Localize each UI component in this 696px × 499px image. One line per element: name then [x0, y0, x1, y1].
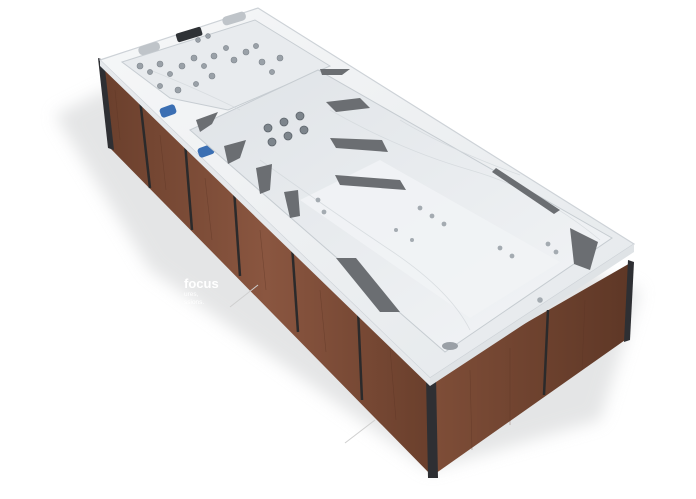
wood-grain — [114, 89, 586, 451]
cabinet-right-face — [430, 262, 632, 476]
headrest-pillows — [138, 11, 246, 56]
spa-jets — [136, 33, 284, 94]
cabinet-panel-dividers — [138, 98, 550, 401]
cabinet-corner-posts — [98, 58, 634, 478]
drain — [442, 342, 458, 350]
trademark-mark: ™ — [305, 411, 311, 417]
swim-basin-floor — [300, 160, 560, 318]
shell-edge — [100, 60, 430, 386]
seat-pillows — [196, 69, 598, 312]
shell-edge-right — [430, 244, 634, 386]
swim-jets — [263, 111, 309, 147]
marble-veins — [149, 69, 601, 331]
side-jets — [315, 197, 559, 303]
callout-leaders — [229, 284, 376, 444]
cabinet-left-face — [100, 60, 432, 476]
